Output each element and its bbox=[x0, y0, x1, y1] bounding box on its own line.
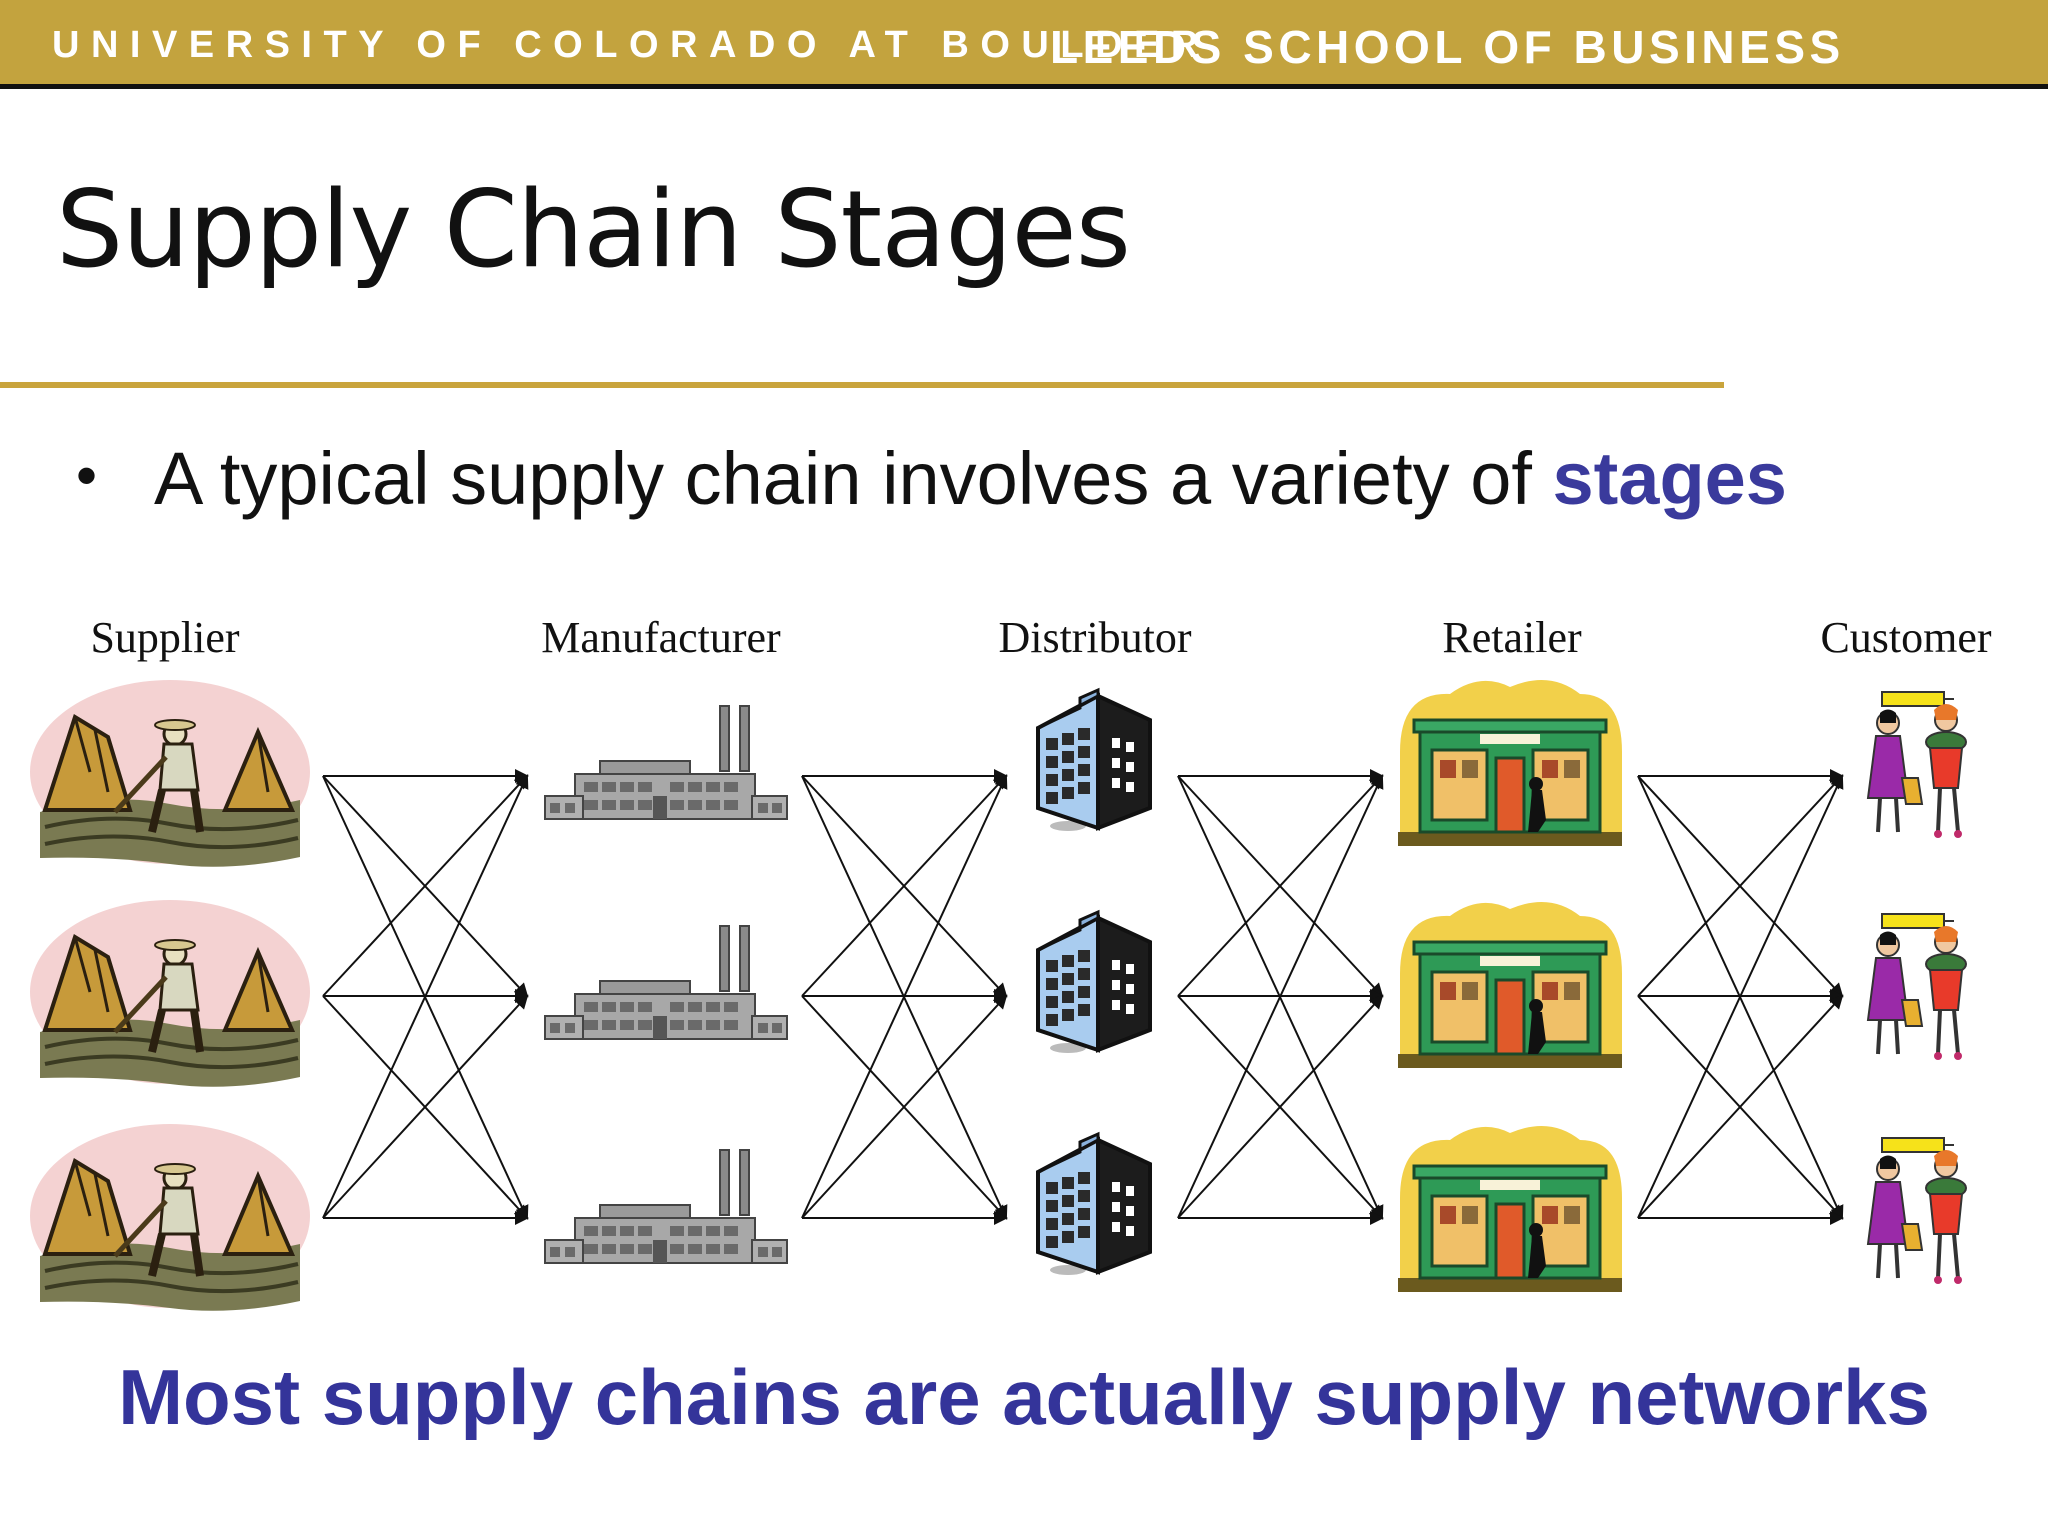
stage-label-retailer: Retailer bbox=[1442, 613, 1582, 662]
edge-manufacturer-distributor bbox=[801, 774, 1008, 1219]
office-building-icon bbox=[1036, 688, 1152, 833]
network-edges bbox=[322, 769, 1844, 1225]
university-name: UNIVERSITY OF COLORADO AT BOULDER bbox=[52, 24, 1210, 66]
bullet-text: A typical supply chain involves a variet… bbox=[154, 437, 1553, 520]
edge-manufacturer-distributor bbox=[801, 994, 1008, 1219]
farmer-haystack-icon bbox=[30, 680, 310, 867]
shoppers-icon bbox=[1866, 690, 1968, 840]
office-building-icon bbox=[1036, 910, 1152, 1055]
manufacturer-nodes bbox=[544, 705, 788, 1264]
farmer-haystack-icon bbox=[30, 900, 310, 1087]
edge-supplier-manufacturer bbox=[322, 994, 529, 1219]
slide-title: Supply Chain Stages bbox=[56, 168, 1131, 291]
distributor-nodes bbox=[1036, 688, 1152, 1277]
shoppers-icon bbox=[1866, 1136, 1968, 1286]
factory-icon bbox=[544, 1149, 788, 1264]
edge-retailer-customer bbox=[1637, 774, 1844, 997]
retailer-nodes bbox=[1396, 678, 1624, 1294]
header-bar: UNIVERSITY OF COLORADO AT BOULDER LEEDS … bbox=[0, 0, 2048, 89]
storefront-icon bbox=[1396, 1124, 1624, 1294]
school-name: LEEDS SCHOOL OF BUSINESS bbox=[1050, 21, 1845, 73]
stage-label-distributor: Distributor bbox=[998, 613, 1192, 662]
title-divider bbox=[0, 382, 1724, 388]
bullet-icon: • bbox=[76, 442, 98, 509]
edge-retailer-customer bbox=[1637, 994, 1844, 1219]
factory-icon bbox=[544, 705, 788, 820]
footer-statement: Most supply chains are actually supply n… bbox=[118, 1353, 1930, 1441]
factory-icon bbox=[544, 925, 788, 1040]
edge-distributor-retailer bbox=[1177, 774, 1384, 1219]
edge-distributor-retailer bbox=[1177, 994, 1384, 1219]
customer-nodes bbox=[1866, 690, 1968, 1286]
bullet-emphasis: stages bbox=[1552, 437, 1787, 520]
edge-retailer-customer bbox=[1637, 774, 1844, 1219]
edge-supplier-manufacturer bbox=[322, 774, 529, 997]
storefront-icon bbox=[1396, 678, 1624, 848]
bullet-point: • A typical supply chain involves a varie… bbox=[76, 436, 1787, 521]
storefront-icon bbox=[1396, 900, 1624, 1070]
edge-distributor-retailer bbox=[1177, 774, 1384, 997]
edge-supplier-manufacturer bbox=[322, 774, 529, 1219]
stage-label-customer: Customer bbox=[1820, 613, 1992, 662]
shoppers-icon bbox=[1866, 912, 1968, 1062]
stage-label-manufacturer: Manufacturer bbox=[541, 613, 781, 662]
office-building-icon bbox=[1036, 1132, 1152, 1277]
farmer-haystack-icon bbox=[30, 1124, 310, 1311]
stage-label-supplier: Supplier bbox=[90, 613, 240, 662]
edge-manufacturer-distributor bbox=[801, 774, 1008, 997]
supplier-nodes bbox=[30, 680, 310, 1311]
